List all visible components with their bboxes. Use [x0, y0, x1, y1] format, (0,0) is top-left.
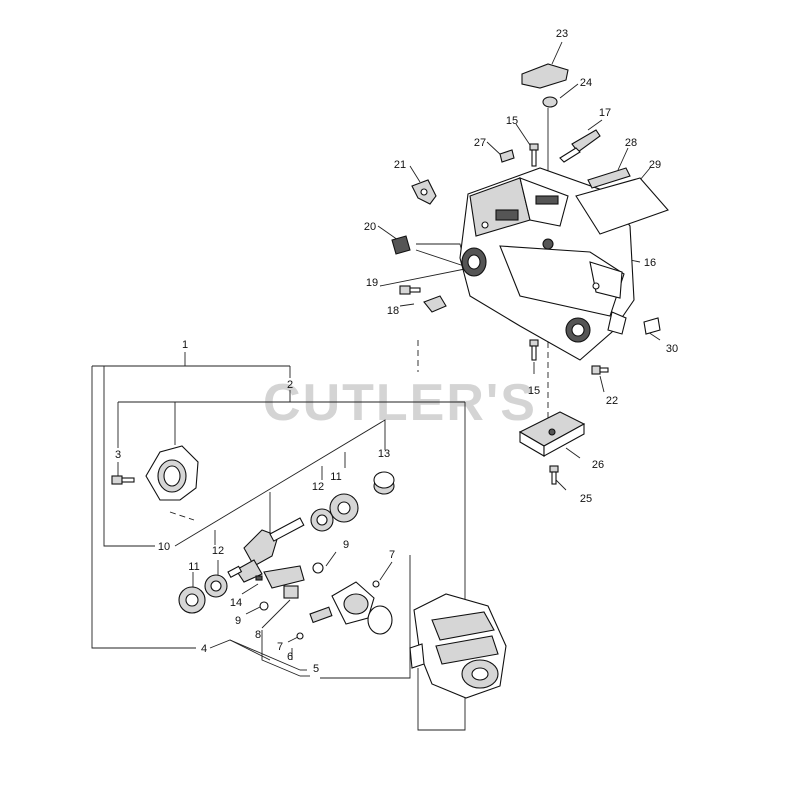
part-17-fitting — [559, 129, 601, 163]
part-15-screw-top — [529, 143, 539, 167]
part-13-spring — [373, 471, 395, 495]
callout-22: 22 — [606, 395, 618, 407]
callout-25: 25 — [580, 493, 592, 505]
part-12-bearing-upper — [310, 508, 334, 532]
callout-23: 23 — [556, 28, 568, 40]
callout-3: 3 — [115, 449, 121, 461]
part-21-bracket — [411, 179, 437, 205]
callout-8: 8 — [255, 629, 261, 641]
part-piston-ring — [367, 605, 393, 635]
part-5-piston — [331, 581, 375, 625]
part-27-label — [499, 149, 515, 163]
part-2-crankcase-half — [145, 445, 199, 501]
part-7-circlip-lower — [296, 632, 304, 640]
callout-13: 13 — [378, 448, 390, 460]
callout-28: 28 — [625, 137, 637, 149]
part-25-screw — [549, 465, 559, 485]
callout-30: 30 — [666, 343, 678, 355]
callout-21: 21 — [394, 159, 406, 171]
part-11-bearing-upper — [329, 493, 359, 523]
callout-14: 14 — [230, 597, 242, 609]
callout-26: 26 — [592, 459, 604, 471]
part-9-washer-lower — [259, 601, 269, 611]
part-4-cylinder — [409, 593, 507, 699]
callout-5: 5 — [313, 663, 319, 675]
part-28-label — [587, 167, 631, 189]
part-10-crankshaft — [227, 517, 305, 589]
part-26-mount — [518, 411, 586, 457]
part-20-pad — [391, 235, 411, 255]
part-22-screw — [591, 365, 609, 375]
callout-29: 29 — [649, 159, 661, 171]
part-12-bearing-lower — [204, 574, 228, 598]
part-8-needle-bearing — [283, 585, 299, 599]
part-19-screw — [399, 285, 421, 295]
callout-7-lower: 7 — [277, 641, 283, 653]
part-14-key — [255, 575, 263, 581]
callout-6: 6 — [287, 651, 293, 663]
part-30-label — [643, 317, 661, 335]
part-3-screw — [111, 475, 135, 485]
part-18-clip — [423, 295, 447, 313]
part-11-bearing-lower — [178, 586, 206, 614]
part-6-piston-pin — [309, 606, 333, 624]
callout-18: 18 — [387, 305, 399, 317]
callout-9-upper: 9 — [343, 539, 349, 551]
callout-4: 4 — [201, 643, 207, 655]
callout-17: 17 — [599, 107, 611, 119]
watermark-text: CUTLER'S — [263, 374, 537, 432]
callout-15-top: 15 — [506, 115, 518, 127]
callout-27: 27 — [474, 137, 486, 149]
callout-7-upper: 7 — [389, 549, 395, 561]
part-15-screw-bottom — [529, 339, 539, 361]
part-23-grip — [521, 63, 569, 89]
part-7-circlip-upper — [372, 580, 380, 588]
callout-11-lower: 11 — [188, 561, 199, 573]
part-24-cap — [542, 96, 558, 108]
callouts: 1 2 3 4 5 6 7 7 8 9 9 10 11 11 12 12 13 … — [115, 28, 678, 675]
callout-1: 1 — [182, 339, 188, 351]
callout-15-bottom: 15 — [528, 385, 540, 397]
callout-2: 2 — [287, 379, 293, 391]
callout-12-upper: 12 — [312, 481, 324, 493]
callout-10: 10 — [158, 541, 170, 553]
callout-16: 16 — [644, 257, 656, 269]
callout-24: 24 — [580, 77, 592, 89]
callout-20: 20 — [364, 221, 376, 233]
callout-9-lower: 9 — [235, 615, 241, 627]
callout-12-lower: 12 — [212, 545, 224, 557]
callout-19: 19 — [366, 277, 378, 289]
part-9-washer-upper — [312, 562, 324, 574]
part-29-sheet — [575, 177, 669, 235]
callout-11-upper: 11 — [330, 471, 341, 483]
dashed-guides — [169, 332, 549, 521]
